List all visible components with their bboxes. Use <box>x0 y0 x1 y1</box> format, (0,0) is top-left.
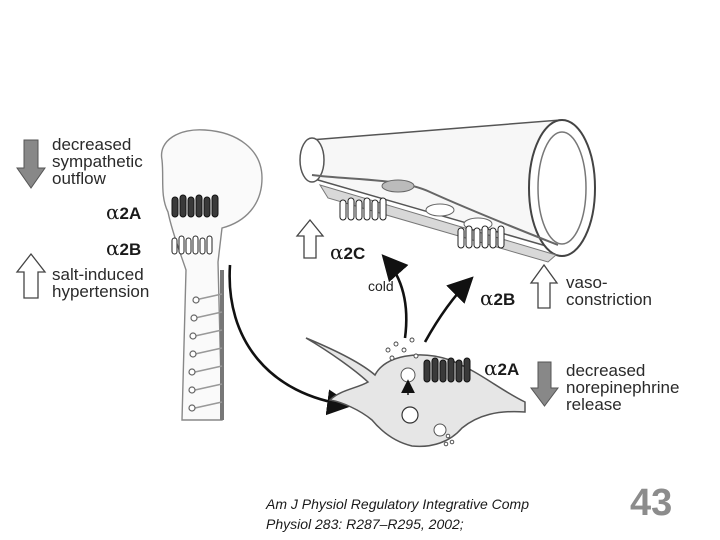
sympathetic-outflow-label: decreased sympathetic outflow <box>52 135 143 188</box>
arrow-to-2c <box>381 254 409 339</box>
citation: Am J Physiol Regulatory Integrative Comp… <box>266 496 529 532</box>
receptor-2c-label: α2C <box>330 240 366 264</box>
nerve-terminal <box>305 337 526 448</box>
receptor-2b-label-left: α2B <box>106 236 142 260</box>
up-arrow-icon <box>295 218 325 259</box>
pathway-arrow <box>228 264 354 416</box>
receptor-2a-label-right: α2A <box>484 356 520 380</box>
receptor-2b-vessel <box>457 225 505 249</box>
up-arrow-icon <box>529 263 559 309</box>
down-arrow-icon <box>530 361 559 407</box>
blood-vessel <box>299 119 596 263</box>
norepinephrine-label: decreased norepinephrine release <box>566 361 680 414</box>
receptor-2b-label-right: α2B <box>480 286 516 310</box>
receptor-2b-brain <box>171 235 213 255</box>
receptor-2a-label-left: α2A <box>106 200 142 224</box>
receptor-2c-vessel <box>339 197 387 221</box>
hypertension-label: salt-induced hypertension <box>52 265 150 301</box>
up-arrow-icon <box>15 252 47 299</box>
down-arrow-icon <box>16 139 46 189</box>
slide-number: 43 <box>630 482 673 524</box>
cold-label: cold <box>368 278 394 294</box>
arrow-to-2b <box>423 276 474 343</box>
brain-spinal-cord <box>160 129 263 421</box>
receptor-2a-brain <box>171 194 219 218</box>
vasoconstriction-label: vaso- constriction <box>566 273 652 309</box>
receptor-2a-terminal <box>423 357 471 383</box>
